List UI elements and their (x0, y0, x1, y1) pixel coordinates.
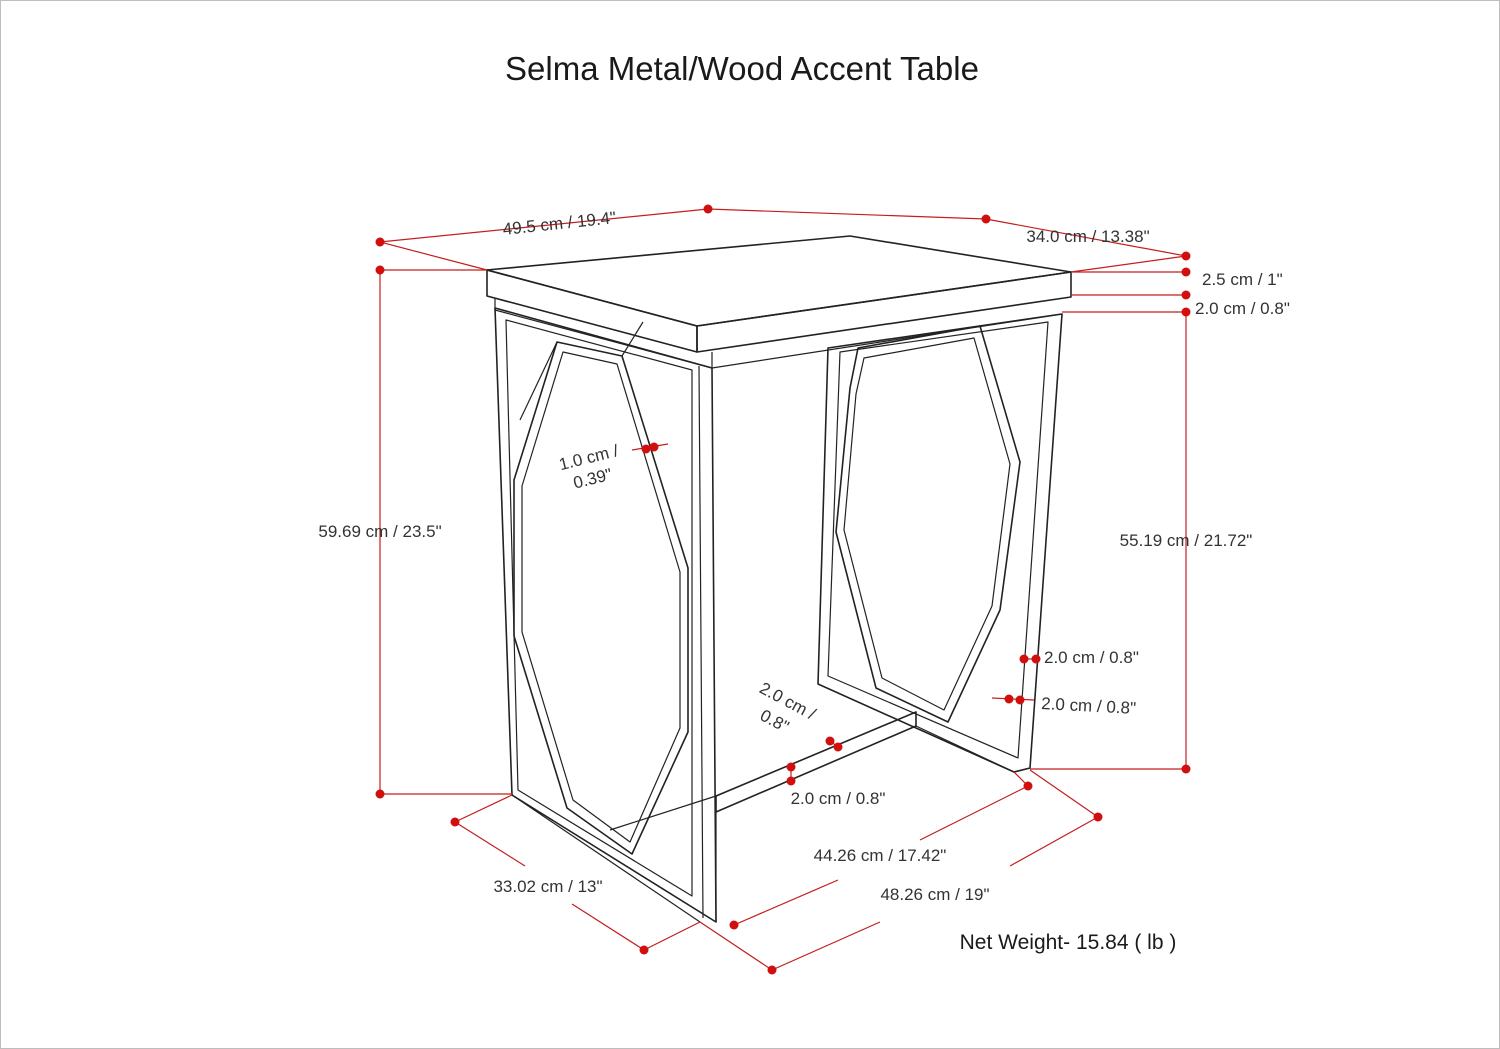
label-apron-height: 2.0 cm / 0.8" (1195, 299, 1290, 318)
label-top-width: 49.5 cm / 19.4" (502, 208, 617, 239)
label-base-depth: 33.02 cm / 13" (493, 877, 602, 896)
left-base-bar (609, 795, 717, 831)
right-side-frame-outer (817, 313, 1063, 773)
right-hexagon-inner (843, 337, 1011, 711)
table-top-surface (486, 235, 1072, 327)
table-top-left-edge (486, 269, 698, 353)
table-top-right-edge (696, 271, 1072, 353)
dimension-dots (375, 204, 1191, 975)
left-strut-1 (519, 341, 558, 421)
right-hexagon-outer (835, 325, 1021, 723)
label-leg-width-upper: 2.0 cm / 0.8" (1044, 648, 1139, 667)
left-hexagon-outer (513, 341, 689, 855)
dimension-lines (379, 208, 1187, 971)
front-leg-line (698, 365, 704, 919)
label-inner-base-width: 44.26 cm / 17.42" (814, 846, 947, 865)
left-strut-2 (621, 321, 644, 357)
right-base-bar (915, 725, 1015, 773)
label-leg-height: 55.19 cm / 21.72" (1120, 531, 1253, 550)
page-title: Selma Metal/Wood Accent Table (505, 50, 979, 87)
net-weight-label: Net Weight- 15.84 ( lb ) (960, 931, 1177, 954)
label-top-depth: 34.0 cm / 13.38" (1026, 227, 1149, 246)
left-base-edge (511, 794, 701, 923)
apron-left (494, 298, 713, 369)
table-drawing (486, 235, 1072, 923)
left-side-frame-outer (494, 307, 717, 923)
label-base-width: 48.26 cm / 19" (880, 885, 989, 904)
right-side-frame-inner (827, 321, 1049, 759)
left-hexagon-inner (521, 351, 681, 843)
label-base-bar-height: 2.0 cm / 0.8" (791, 789, 886, 808)
label-overall-height: 59.69 cm / 23.5" (318, 522, 441, 541)
label-top-thickness: 2.5 cm / 1" (1202, 270, 1283, 289)
label-leg-width-lower: 2.0 cm / 0.8" (1041, 694, 1137, 718)
